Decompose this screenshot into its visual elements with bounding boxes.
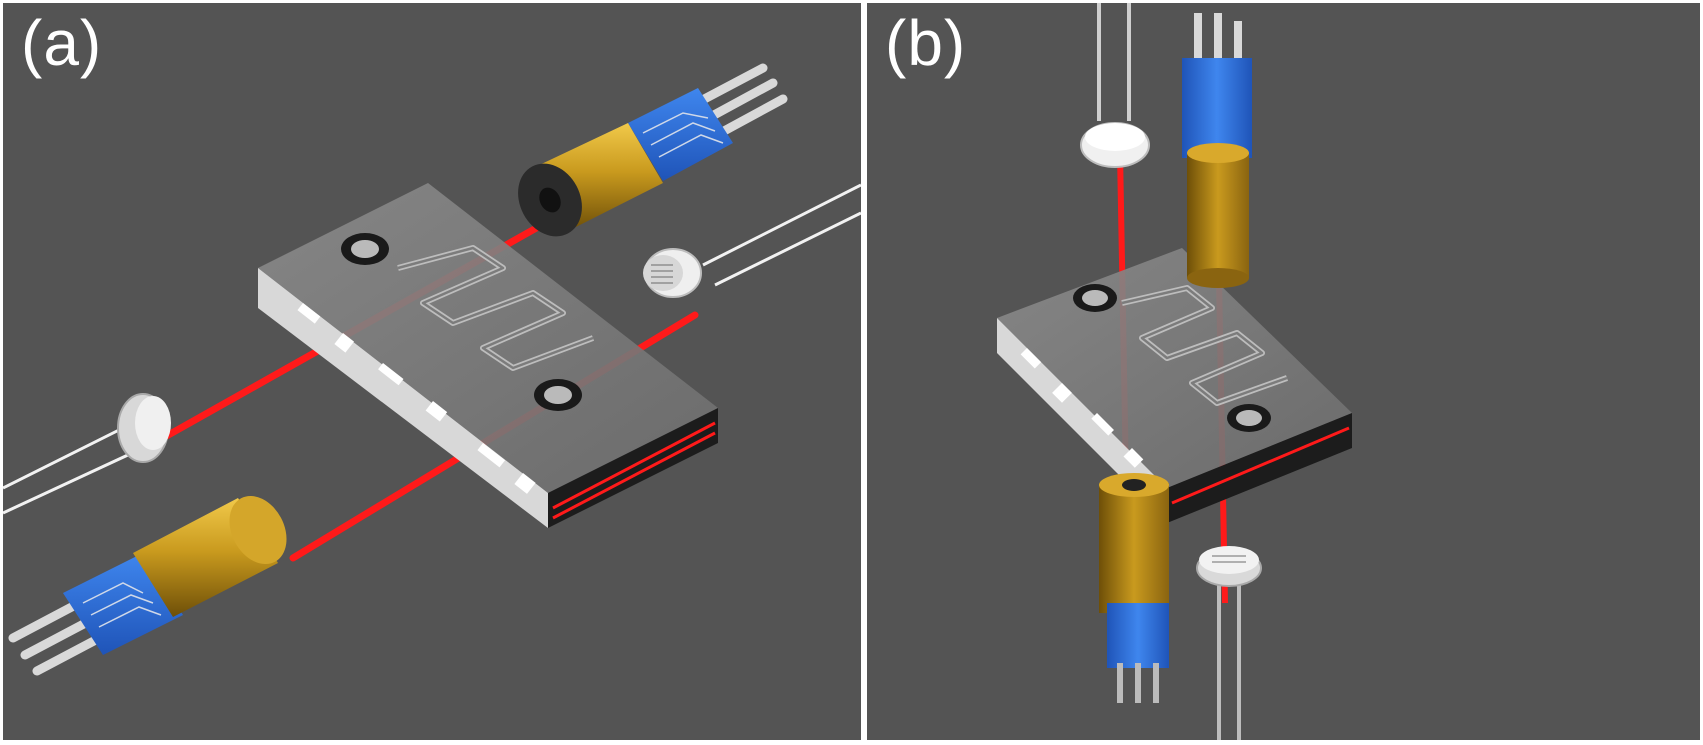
microfluidic-chip-b xyxy=(997,248,1352,523)
laser-diode-bottom-left xyxy=(8,495,287,676)
photoresistor-left xyxy=(3,393,171,515)
panel-a: (a) xyxy=(3,3,861,740)
laser-diode-bottom-b xyxy=(1099,473,1169,703)
panel-b-illustration xyxy=(997,3,1352,740)
panel-label-b: (b) xyxy=(885,7,967,79)
laser-diode-top-b xyxy=(1182,13,1252,288)
microfluidic-chip-icon xyxy=(258,183,718,528)
photoresistor-bottom-b xyxy=(1196,546,1262,740)
panel-b: (b) xyxy=(867,3,1700,740)
panel-label-a: (a) xyxy=(21,7,103,79)
photoresistor-right-leads xyxy=(702,183,861,287)
photoresistor-top-b xyxy=(1080,122,1150,168)
photoresistor-top-leads xyxy=(1097,3,1131,121)
photoresistor-icon xyxy=(643,248,702,298)
laser-diode-icon xyxy=(518,63,788,237)
panel-a-illustration xyxy=(3,63,861,676)
